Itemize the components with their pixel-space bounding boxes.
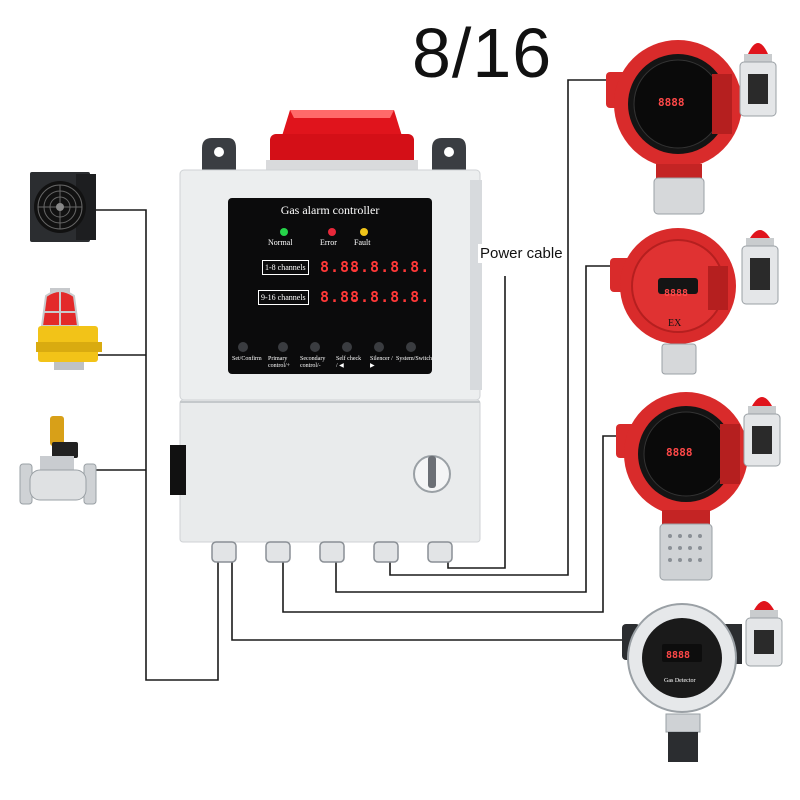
detector-2-display: 8888 bbox=[664, 288, 689, 299]
gas-value-display-2: 8.8.8.8. bbox=[350, 288, 431, 306]
detector-4-display: 8888 bbox=[666, 650, 691, 661]
wire-detector-4 bbox=[231, 562, 626, 641]
self-check-label: Self check / ◀ bbox=[336, 356, 362, 369]
fault-led bbox=[360, 228, 368, 236]
controller-front-panel: Gas alarm controller Normal Error Fault … bbox=[228, 198, 432, 374]
error-led bbox=[328, 228, 336, 236]
gas-detector-3 bbox=[616, 392, 781, 581]
primary-control-button[interactable] bbox=[278, 342, 288, 352]
set-confirm-label: Set/Confirm bbox=[232, 356, 262, 362]
wire-detector-2 bbox=[335, 265, 612, 593]
primary-control-label: Primary control/+ bbox=[268, 356, 291, 369]
wire-detector-3 bbox=[282, 435, 618, 613]
secondary-control-button[interactable] bbox=[310, 342, 320, 352]
power-cable-label: Power cable bbox=[478, 244, 565, 263]
detector-4-caption: Gas Detector bbox=[664, 678, 696, 684]
gas-value-display-1: 8.8.8.8. bbox=[350, 258, 431, 276]
channels-9-16-label: 9-16 channels bbox=[258, 290, 309, 305]
exhaust-fan-icon bbox=[30, 172, 96, 242]
set-confirm-button[interactable] bbox=[238, 342, 248, 352]
channels-1-8-label: 1-8 channels bbox=[262, 260, 309, 275]
secondary-control-label: Secondary control/- bbox=[300, 356, 326, 369]
normal-label: Normal bbox=[268, 238, 293, 247]
wire-power bbox=[447, 276, 506, 569]
fault-label: Fault bbox=[354, 238, 371, 247]
system-switch-button[interactable] bbox=[406, 342, 416, 352]
silencer-button[interactable] bbox=[374, 342, 384, 352]
system-switch-label: System/Switch bbox=[396, 356, 433, 362]
gas-detector-4 bbox=[622, 601, 783, 762]
channel-number-display-2: 8.8. bbox=[320, 288, 361, 306]
wire-fan bbox=[92, 209, 219, 681]
gas-detector-1 bbox=[606, 40, 777, 215]
explosion-proof-alarm-lamp-icon bbox=[36, 288, 102, 370]
wire-detector-1 bbox=[389, 79, 608, 576]
detector-3-display: 8888 bbox=[666, 446, 693, 459]
detector-2-ex-mark: EX bbox=[668, 318, 682, 329]
gas-detector-2 bbox=[610, 228, 779, 375]
error-label: Error bbox=[320, 238, 337, 247]
controller-title: Gas alarm controller bbox=[280, 203, 380, 217]
channel-count-headline: 8/16 bbox=[412, 14, 553, 92]
self-check-button[interactable] bbox=[342, 342, 352, 352]
solenoid-valve-icon bbox=[19, 416, 97, 505]
normal-led bbox=[280, 228, 288, 236]
channel-number-display-1: 8.8. bbox=[320, 258, 361, 276]
detector-1-display: 8888 bbox=[658, 96, 685, 109]
silencer-label: Silencer / ▶ bbox=[370, 356, 393, 369]
